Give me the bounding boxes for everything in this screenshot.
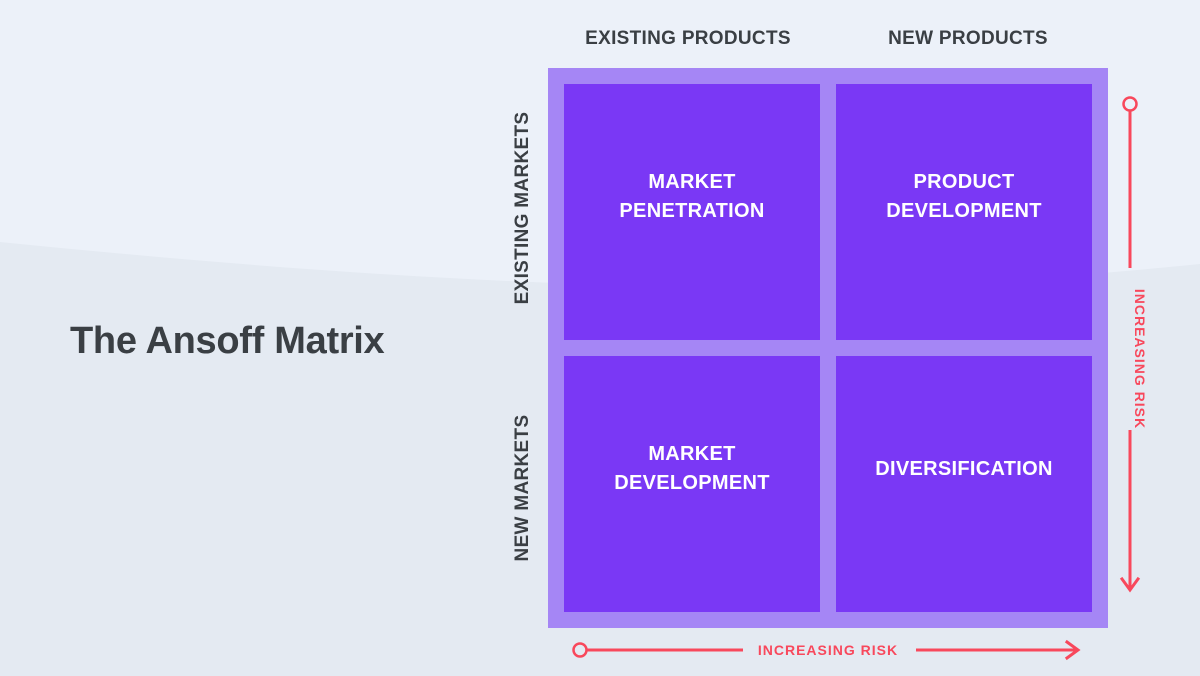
quadrant-label-line2: DEVELOPMENT: [886, 200, 1042, 222]
column-header-existing-products: EXISTING PRODUCTS: [585, 28, 791, 49]
quadrant-label-line1: DIVERSIFICATION: [875, 457, 1053, 480]
quadrant-diversification[interactable]: DIVERSIFICATION: [836, 356, 1092, 612]
quadrant-label: MARKET DEVELOPMENT: [614, 440, 770, 498]
horizontal-arrow-icon: [572, 639, 1081, 661]
row-header-new-markets: NEW MARKETS: [512, 414, 533, 562]
horizontal-risk-label: INCREASING RISK: [757, 642, 899, 658]
quadrant-market-penetration[interactable]: MARKET PENETRATION: [564, 84, 820, 340]
column-header-new-products: NEW PRODUCTS: [888, 28, 1048, 49]
horizontal-risk-axis: INCREASING RISK: [548, 628, 1108, 676]
vertical-risk-axis: INCREASING RISK: [1108, 68, 1168, 628]
page-title: The Ansoff Matrix: [70, 320, 385, 362]
quadrant-label-line1: PRODUCT: [913, 171, 1015, 193]
quadrant-label-line1: MARKET: [648, 171, 736, 193]
vertical-risk-label: INCREASING RISK: [1132, 288, 1148, 430]
quadrant-label: DIVERSIFICATION: [875, 455, 1052, 484]
quadrant-label-line1: MARKET: [648, 443, 736, 465]
quadrant-label: PRODUCT DEVELOPMENT: [886, 168, 1042, 226]
quadrant-label-line2: DEVELOPMENT: [614, 472, 770, 494]
quadrant-market-development[interactable]: MARKET DEVELOPMENT: [564, 356, 820, 612]
quadrant-product-development[interactable]: PRODUCT DEVELOPMENT: [836, 84, 1092, 340]
matrix-grid: MARKET PENETRATION PRODUCT DEVELOPMENT M…: [548, 68, 1108, 628]
vertical-arrow-icon: [1119, 96, 1141, 593]
quadrant-label-line2: PENETRATION: [619, 200, 765, 222]
quadrant-label: MARKET PENETRATION: [619, 168, 764, 226]
row-header-existing-markets: EXISTING MARKETS: [512, 111, 533, 305]
